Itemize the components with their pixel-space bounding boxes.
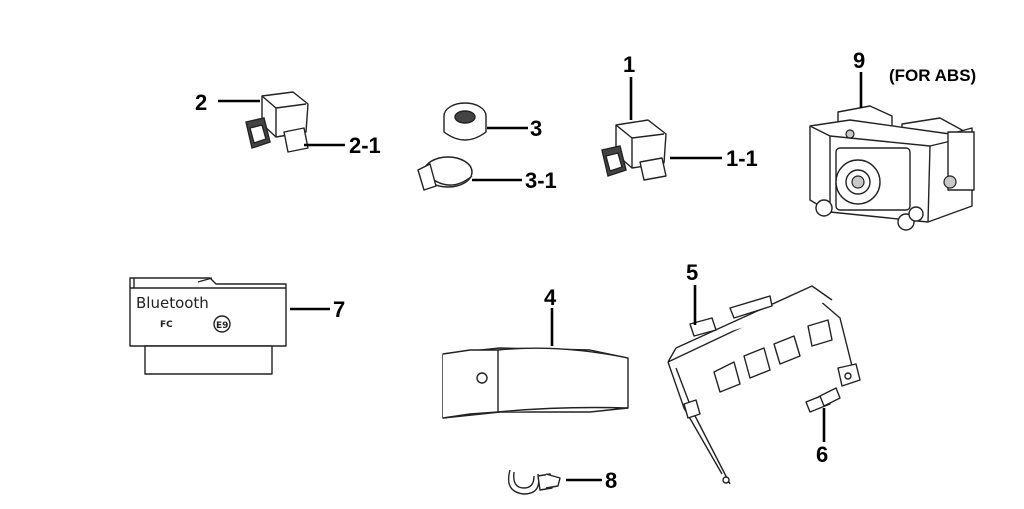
abs-unit-part-9	[809, 105, 975, 231]
cover-part-4	[442, 347, 629, 419]
clip-part-8	[507, 469, 561, 495]
callout-6: 6	[816, 442, 828, 467]
callout-3-1: 3-1	[525, 168, 557, 193]
callout-1: 1	[623, 52, 635, 77]
callout-3: 3	[530, 116, 542, 141]
relay-part-2	[245, 91, 309, 153]
callout-9: 9	[853, 48, 865, 73]
grommet-part-3	[443, 102, 487, 141]
bluetooth-module-part-7: Bluetooth FC E9	[129, 277, 287, 375]
bolt-part-6	[805, 387, 841, 413]
ce-mark: E9	[216, 321, 228, 331]
relay-part-1	[601, 119, 667, 181]
callout-7: 7	[333, 297, 345, 322]
bluetooth-label: Bluetooth	[136, 294, 209, 312]
callout-5: 5	[686, 260, 698, 285]
callout-8: 8	[605, 468, 617, 493]
callout-2: 2	[195, 90, 207, 115]
callout-4: 4	[544, 285, 557, 310]
callout-2-1: 2-1	[349, 133, 381, 158]
callout-1-1: 1-1	[726, 146, 758, 171]
abs-note: (FOR ABS)	[889, 66, 976, 85]
cap-part-3-1	[417, 156, 473, 191]
bracket-part-5	[667, 285, 861, 485]
fcc-mark: FC	[160, 320, 173, 330]
